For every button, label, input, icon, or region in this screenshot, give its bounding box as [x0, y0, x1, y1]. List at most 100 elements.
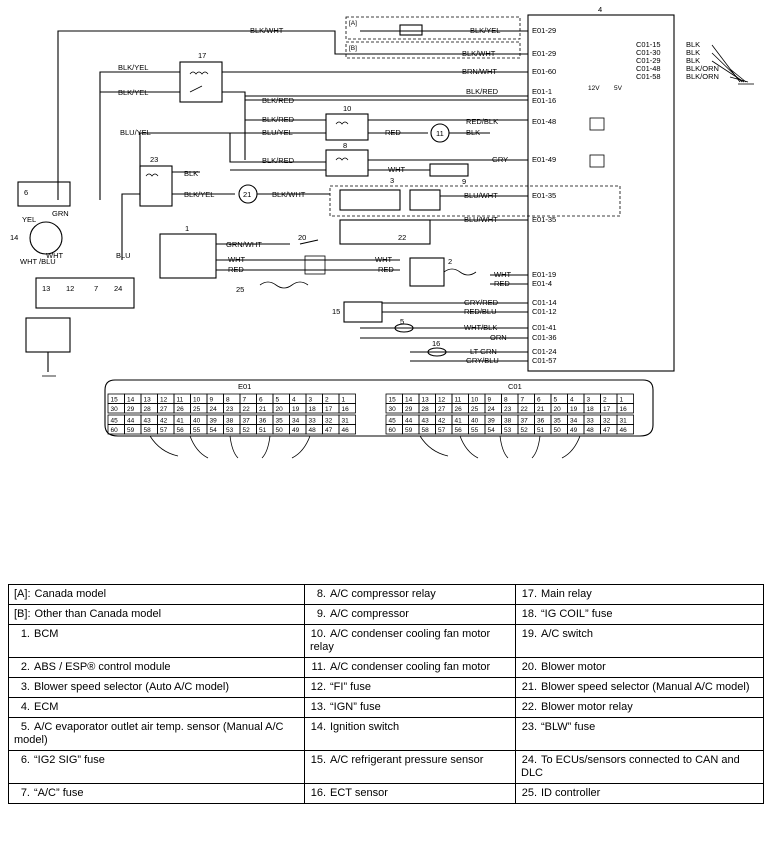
blower-motor-relay [139, 165, 173, 207]
legend-cell: 25.ID controller [515, 783, 764, 804]
connector-pin-number: 42 [160, 418, 168, 425]
connector-pin-number: 19 [570, 406, 578, 413]
legend-number: 11. [311, 661, 326, 673]
connector-pin-number: 40 [193, 418, 201, 425]
label-21: 22 [398, 233, 406, 242]
connector-pin-number: 5 [554, 397, 558, 404]
connector-pin-number: 26 [177, 406, 185, 413]
connector-pin-number: 44 [405, 418, 413, 425]
legend-number: 17. [521, 588, 537, 600]
connector-pin-number: 38 [226, 418, 234, 425]
label-12: 12 [66, 284, 74, 293]
ecm-box [527, 14, 675, 372]
connector-pin-number: 16 [620, 406, 628, 413]
connector-pin-number: 14 [127, 397, 135, 404]
connector-pin-number: 37 [521, 418, 529, 425]
label-3: 3 [390, 176, 394, 185]
wire-red-2: RED [228, 265, 244, 274]
legend-row: 5.A/C evaporator outlet air temp. sensor… [8, 717, 764, 751]
legend-cell: 15.A/C refrigerant pressure sensor [304, 750, 516, 784]
legend-number: 10. [310, 628, 326, 640]
legend-number: 19. [521, 628, 537, 640]
legend-number: 13. [310, 701, 326, 713]
legend-number: 25. [521, 787, 537, 799]
pin-c01-29: C01-29 [636, 56, 661, 65]
wht-blu-label: WHT /BLU [20, 257, 56, 266]
legend-cell: 20.Blower motor [515, 657, 764, 678]
legend-number: 6. [20, 754, 30, 766]
legend-number: 5. [20, 721, 30, 733]
connector-pin-number: 8 [226, 397, 230, 404]
connector-pin-number: 29 [405, 406, 413, 413]
legend-cell: 9.A/C compressor [304, 604, 516, 625]
legend-text: A/C condenser cooling fan motor [330, 661, 491, 673]
wire-blk-yel-canada: BLK/YEL [470, 26, 500, 35]
wire-blk-yel-3: BLK/YEL [184, 190, 214, 199]
connector-pin-number: 50 [276, 427, 284, 434]
legend-cell: 5.A/C evaporator outlet air temp. sensor… [8, 717, 305, 751]
legend-cell: 16.ECT sensor [304, 783, 516, 804]
label-23: 24 [114, 284, 122, 293]
wire-orn: ORN [490, 333, 507, 342]
connector-pin-number: 54 [210, 427, 218, 434]
legend-number: 24. [521, 754, 537, 766]
wire-red-blk: RED/BLK [466, 117, 498, 126]
wire-blu-wht-2: BLU/WHT [464, 215, 498, 224]
bcm [159, 233, 217, 279]
legend-cell: 1.BCM [8, 624, 305, 658]
connector-pin-number: 39 [210, 418, 218, 425]
label-7: 7 [94, 284, 98, 293]
pin-e01-48: E01-48 [532, 117, 556, 126]
connector-pin-number: 7 [521, 397, 525, 404]
wire-blk-yel-1: BLK/YEL [118, 63, 148, 72]
legend-cell: 10.A/C condenser cooling fan motor relay [304, 624, 516, 658]
connector-pin-number: 49 [570, 427, 578, 434]
connector-cell [338, 424, 356, 435]
legend-text: ECM [34, 701, 59, 713]
connector-pin-number: 4 [570, 397, 574, 404]
wire-wht-blk: WHT/BLK [464, 323, 497, 332]
label-24: 25 [236, 285, 244, 294]
label-4: 4 [598, 5, 602, 14]
connector-pin-number: 50 [554, 427, 562, 434]
connector-pin-number: 49 [292, 427, 300, 434]
wire-blk-wht-top: BLK/WHT [250, 26, 284, 35]
connector-cell [338, 403, 356, 414]
pin-e01-60: E01-60 [532, 67, 556, 76]
connector-pin-number: 17 [325, 406, 333, 413]
legend-text: “BLW” fuse [541, 721, 596, 733]
fan-motor-relay [325, 113, 369, 141]
wire-blk-red-2: BLK/RED [466, 87, 499, 96]
connector-pin-number: 36 [537, 418, 545, 425]
connector-pin-number: 24 [488, 406, 496, 413]
connector-pin-number: 36 [259, 418, 267, 425]
canada-model-box [345, 16, 521, 40]
legend-number: 8. [316, 588, 326, 600]
wire-blk-red-3: BLK/RED [262, 115, 295, 124]
connector-pin-number: 42 [438, 418, 446, 425]
compressor [429, 163, 469, 177]
legend-cell: 3.Blower speed selector (Auto A/C model) [8, 677, 305, 698]
pin-c01-14: C01-14 [532, 298, 557, 307]
e01-title: E01 [238, 382, 251, 391]
fuse-box-bottom [25, 317, 71, 353]
label-13: 13 [42, 284, 50, 293]
pin-e01-49: E01-49 [532, 155, 556, 164]
legend-number: 20. [521, 661, 537, 673]
legend-row: 3.Blower speed selector (Auto A/C model)… [8, 677, 764, 698]
connector-pin-number: 55 [471, 427, 479, 434]
wire-gry-red: GRY/RED [464, 298, 499, 307]
connector-pin-number: 26 [455, 406, 463, 413]
label-5: 5 [400, 317, 404, 326]
connector-pin-number: 9 [210, 397, 214, 404]
connector-pin-number: 44 [127, 418, 135, 425]
connector-pin-number: 28 [422, 406, 430, 413]
connector-pin-number: 41 [455, 418, 463, 425]
connector-cell [616, 403, 634, 414]
grn-label: GRN [52, 209, 69, 218]
harness-lines [149, 435, 581, 459]
connector-pin-number: 23 [504, 406, 512, 413]
